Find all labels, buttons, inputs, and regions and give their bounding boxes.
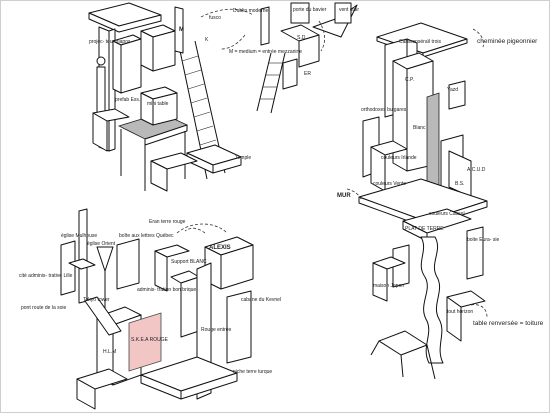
label-skea: S.K.E.A ROUGE bbox=[131, 337, 169, 343]
label-tokyo: Tokyo tower bbox=[83, 297, 110, 303]
assemblage-top-right bbox=[346, 22, 488, 380]
label-eglise-orient: église Orient bbox=[87, 241, 116, 247]
labels-bottom-left: église Mulhouse église Orient boîte aux … bbox=[19, 219, 281, 375]
label-couleurs-irlande: couleurs Irlande bbox=[381, 155, 417, 161]
label-m-legend: M = medium = entrée mezzanine bbox=[229, 49, 302, 55]
label-prefab: prefab Ess. bbox=[115, 97, 140, 103]
label-terre-rouge: Eran terre rouge bbox=[149, 219, 186, 225]
label-couleurs-cassel: couleurs Cassel bbox=[429, 211, 465, 217]
label-pont-route: pont route de la soie bbox=[21, 305, 67, 311]
assemblage-top-left bbox=[88, 2, 358, 192]
label-m: M bbox=[179, 27, 184, 33]
labels-top-left: Dublin moderne porte du bavier vent clai… bbox=[89, 7, 359, 161]
label-mur: MUR bbox=[337, 193, 351, 199]
label-acud: A.C.U.D bbox=[467, 167, 486, 173]
label-projecteur: projec- teur diapos bbox=[89, 39, 131, 45]
label-orthodoxes: orthodoxes bulgares bbox=[361, 107, 407, 113]
label-k: K bbox=[205, 37, 209, 43]
label-fusco: fusco bbox=[209, 15, 221, 21]
label-caravan: Caravanséraïl trois bbox=[399, 39, 441, 45]
label-boite-lettres: boîte aux lettres Québec bbox=[119, 233, 174, 239]
label-boite-eurasie: boite Eura- sie bbox=[467, 237, 499, 243]
label-dublin: Dublin moderne bbox=[233, 8, 269, 14]
label-mini-table: mini table bbox=[147, 101, 169, 107]
label-admin-bon-brique: adminis- tration bon brique bbox=[137, 287, 196, 293]
label-cite: cité adminis- trative Lille bbox=[19, 273, 73, 279]
label-plat-terre: PLAT DE TERRE bbox=[405, 226, 444, 232]
label-maison-japon: maison Japon bbox=[373, 283, 404, 289]
label-blanc: Blanc bbox=[413, 125, 426, 131]
label-cheminee: cheminée pigeonnier bbox=[477, 38, 538, 45]
label-eglise: église Mulhouse bbox=[61, 233, 97, 239]
label-porte-bavier: porte du bavier bbox=[293, 7, 327, 13]
label-tout-horizon: tout horizon bbox=[447, 309, 473, 315]
label-temple: Temple bbox=[235, 155, 251, 161]
label-table-renversee: table renversée = toiture bbox=[473, 320, 544, 327]
label-sd: S.D. bbox=[297, 35, 307, 41]
label-couleurs-vente: couleurs Vente bbox=[373, 181, 406, 187]
label-hlm: H.L.M bbox=[103, 349, 116, 355]
label-vent-clair: vent clair bbox=[339, 7, 359, 13]
label-support-blanc: Support BLANC bbox=[171, 259, 207, 265]
labels-top-right: Caravanséraïl trois cheminée pigeonnier … bbox=[337, 38, 544, 327]
label-alexis: ALEXIS bbox=[209, 245, 231, 251]
label-niche-terre: niche terre turque bbox=[233, 369, 272, 375]
label-er: ER bbox=[304, 71, 311, 77]
label-cp: C.P. bbox=[405, 77, 414, 83]
label-cabane: cabane du Kevnel bbox=[241, 297, 281, 303]
assemblage-bottom-left bbox=[60, 208, 254, 410]
label-yazd: Yazd bbox=[447, 87, 458, 93]
label-rouge-entree: Rouge entrée bbox=[201, 327, 232, 333]
label-bs: B.S. bbox=[455, 181, 464, 187]
